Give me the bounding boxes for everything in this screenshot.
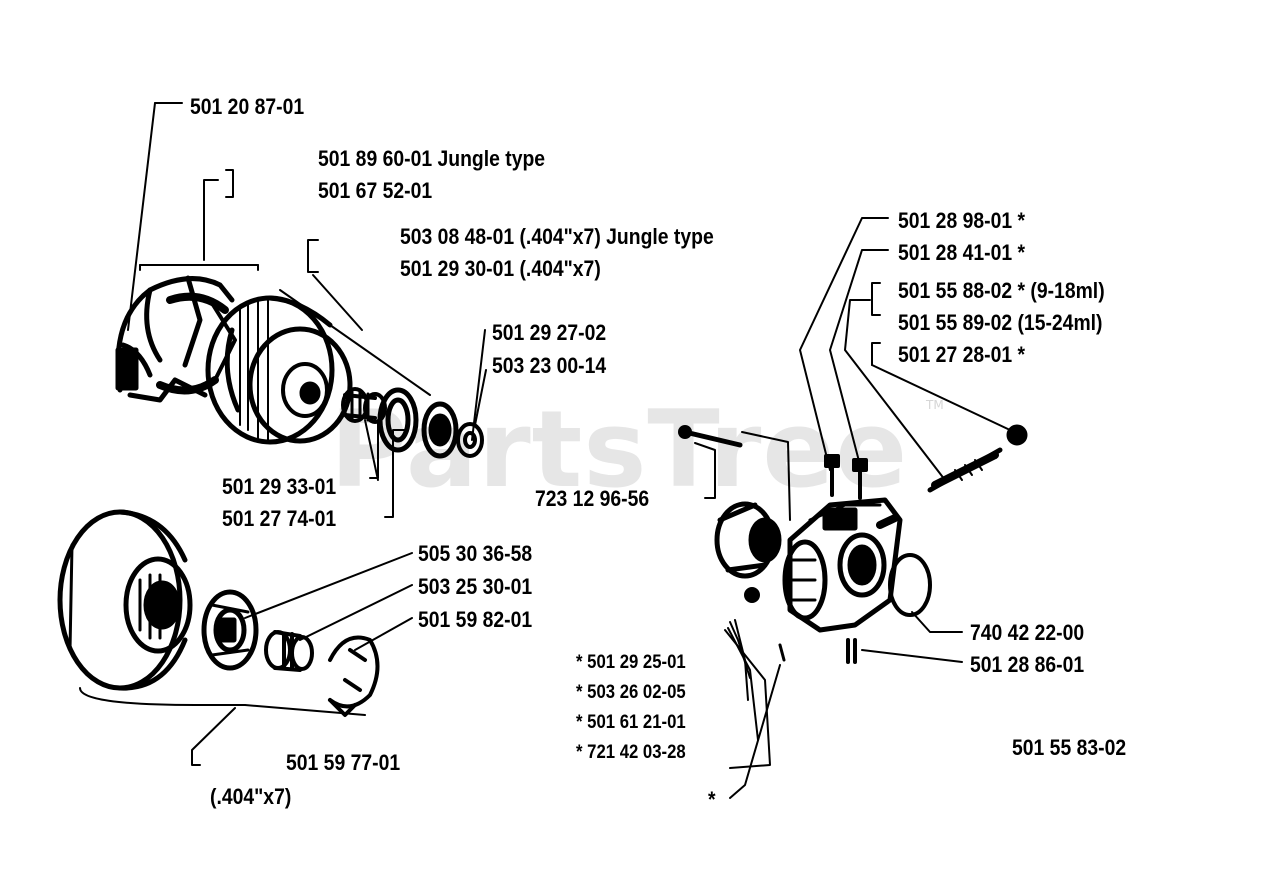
watermark-trademark: TM xyxy=(926,398,944,412)
part-label-501-55-88-02[interactable]: 501 55 88-02 * (9-18ml) xyxy=(898,278,1105,303)
lock-washer xyxy=(456,422,484,458)
part-label-501-55-83-02[interactable]: 501 55 83-02 xyxy=(1012,735,1127,760)
spur-sprocket-plate xyxy=(328,635,380,717)
part-label-740-42-22-00[interactable]: 740 42 22-00 xyxy=(970,620,1085,645)
leader-lines-right xyxy=(694,217,1011,799)
o-ring xyxy=(888,553,932,617)
part-label-501-29-33-01[interactable]: 501 29 33-01 xyxy=(222,474,337,499)
part-label-501-59-77-01[interactable]: 501 59 77-01 xyxy=(286,750,401,775)
part-label-501-55-89-02[interactable]: 501 55 89-02 (15-24ml) xyxy=(898,310,1103,335)
asterisk-marker: * xyxy=(708,787,716,812)
leader-lines-bottom-left xyxy=(79,552,413,766)
part-label-503-08-48-01[interactable]: 503 08 48-01 (.404"x7) Jungle type xyxy=(400,224,714,249)
pump-housing xyxy=(782,497,903,633)
part-label-501-61-21-01[interactable]: * 501 61 21-01 xyxy=(576,712,686,733)
part-label-721-42-03-28[interactable]: * 721 42 03-28 xyxy=(576,742,686,763)
pump-cover xyxy=(714,501,782,579)
part-label-501-29-30-01[interactable]: 501 29 30-01 (.404"x7) xyxy=(400,256,601,281)
part-label-723-12-96-56[interactable]: 723 12 96-56 xyxy=(535,486,650,511)
part-label-501-59-82-01[interactable]: 501 59 82-01 xyxy=(418,607,533,632)
drive-sprocket-small xyxy=(421,401,459,459)
part-label-503-26-02-05[interactable]: * 503 26 02-05 xyxy=(576,682,686,703)
small-screws xyxy=(678,425,868,664)
part-label-404x7: (.404"x7) xyxy=(210,784,292,809)
part-label-501-29-25-01[interactable]: * 501 29 25-01 xyxy=(576,652,686,673)
needle-bearing-lower xyxy=(264,630,314,672)
clutch-hub xyxy=(201,589,259,671)
rim-sprocket-drum xyxy=(57,509,193,691)
part-label-501-27-28-01[interactable]: 501 27 28-01 * xyxy=(898,342,1026,367)
part-label-501-67-52-01[interactable]: 501 67 52-01 xyxy=(318,178,433,203)
clutch-shoe-assembly xyxy=(115,275,237,403)
part-label-501-89-60-01[interactable]: 501 89 60-01 Jungle type xyxy=(318,146,546,171)
part-label-501-28-86-01[interactable]: 501 28 86-01 xyxy=(970,652,1085,677)
leader-lines-top-left xyxy=(127,102,487,518)
part-label-503-25-30-01[interactable]: 503 25 30-01 xyxy=(418,574,533,599)
part-label-505-30-36-58[interactable]: 505 30 36-58 xyxy=(418,541,533,566)
washer-ring xyxy=(377,387,419,453)
clutch-drum xyxy=(205,295,353,445)
part-label-501-29-27-02[interactable]: 501 29 27-02 xyxy=(492,320,607,345)
part-label-501-27-74-01[interactable]: 501 27 74-01 xyxy=(222,506,337,531)
needle-bearing xyxy=(341,387,387,424)
part-label-501-28-41-01[interactable]: 501 28 41-01 * xyxy=(898,240,1026,265)
part-label-503-23-00-14[interactable]: 503 23 00-14 xyxy=(492,353,607,378)
part-label-501-20-87-01[interactable]: 501 20 87-01 xyxy=(190,94,305,119)
part-label-501-28-98-01[interactable]: 501 28 98-01 * xyxy=(898,208,1026,233)
watermark: PartsTree xyxy=(330,388,909,511)
